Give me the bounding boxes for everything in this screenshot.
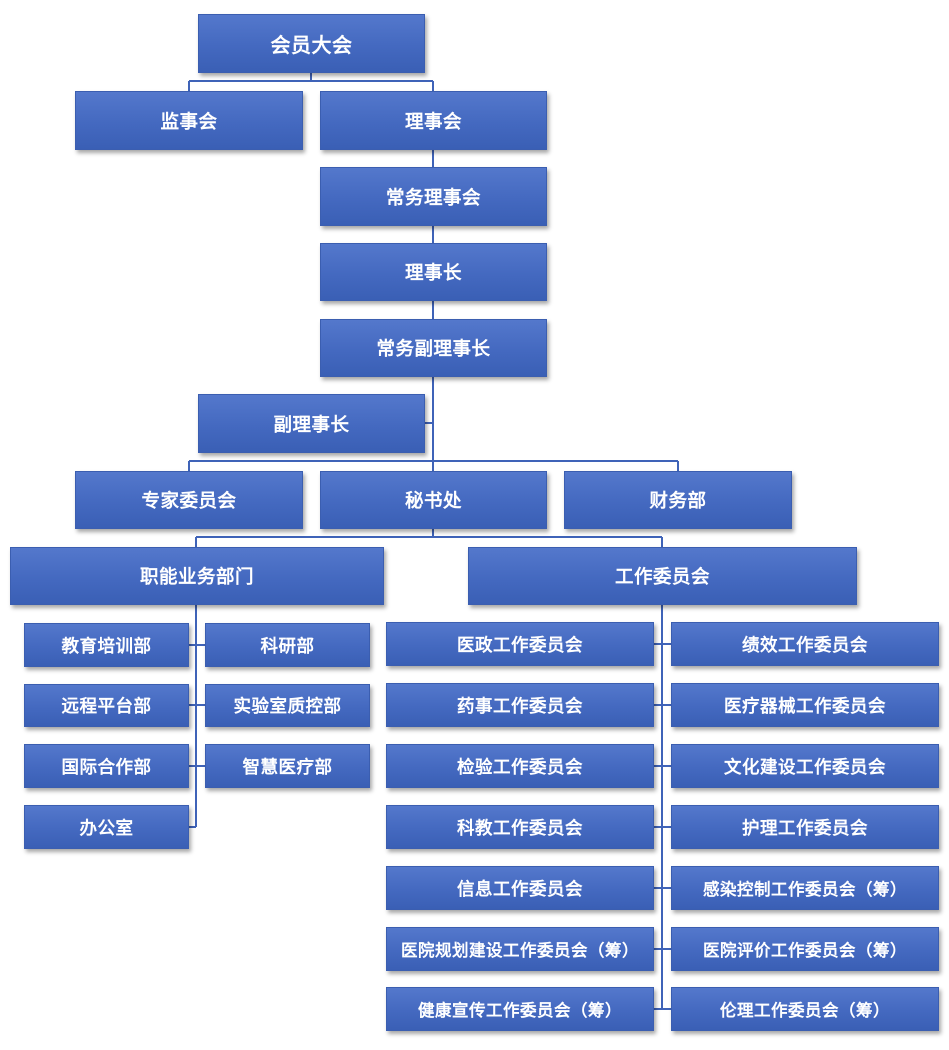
- node-general-assembly: 会员大会: [198, 14, 425, 73]
- node-working-committees: 工作委员会: [468, 547, 857, 605]
- node-expert-committee: 专家委员会: [75, 471, 303, 529]
- node-finance-department: 财务部: [564, 471, 792, 529]
- committee-nursing: 护理工作委员会: [671, 805, 939, 849]
- node-executive-vice-president: 常务副理事长: [320, 319, 547, 377]
- dept-smart-healthcare: 智慧医疗部: [205, 744, 370, 788]
- committee-hospital-evaluation: 医院评价工作委员会（筹）: [671, 927, 939, 971]
- committee-ethics: 伦理工作委员会（筹）: [671, 987, 939, 1031]
- committee-laboratory: 检验工作委员会: [386, 744, 654, 788]
- committee-medical-devices: 医疗器械工作委员会: [671, 683, 939, 727]
- node-functional-departments: 职能业务部门: [10, 547, 384, 605]
- node-council: 理事会: [320, 91, 547, 150]
- committee-culture-building: 文化建设工作委员会: [671, 744, 939, 788]
- node-president: 理事长: [320, 243, 547, 301]
- committee-medical-administration: 医政工作委员会: [386, 622, 654, 666]
- dept-lab-quality-control: 实验室质控部: [205, 684, 370, 727]
- committee-performance: 绩效工作委员会: [671, 622, 939, 666]
- dept-office: 办公室: [24, 805, 189, 849]
- node-secretariat: 秘书处: [320, 471, 547, 529]
- committee-information: 信息工作委员会: [386, 866, 654, 910]
- dept-international-cooperation: 国际合作部: [24, 744, 189, 788]
- committee-pharmacy: 药事工作委员会: [386, 683, 654, 727]
- dept-research: 科研部: [205, 623, 370, 667]
- dept-remote-platform: 远程平台部: [24, 684, 189, 727]
- committee-infection-control: 感染控制工作委员会（筹）: [671, 866, 939, 910]
- committee-hospital-planning: 医院规划建设工作委员会（筹）: [386, 927, 654, 971]
- node-standing-council: 常务理事会: [320, 167, 547, 226]
- committee-health-promotion: 健康宣传工作委员会（筹）: [386, 987, 654, 1031]
- dept-education-training: 教育培训部: [24, 623, 189, 667]
- committee-science-education: 科教工作委员会: [386, 805, 654, 849]
- node-supervisory-board: 监事会: [75, 91, 303, 150]
- node-vice-president: 副理事长: [198, 394, 425, 453]
